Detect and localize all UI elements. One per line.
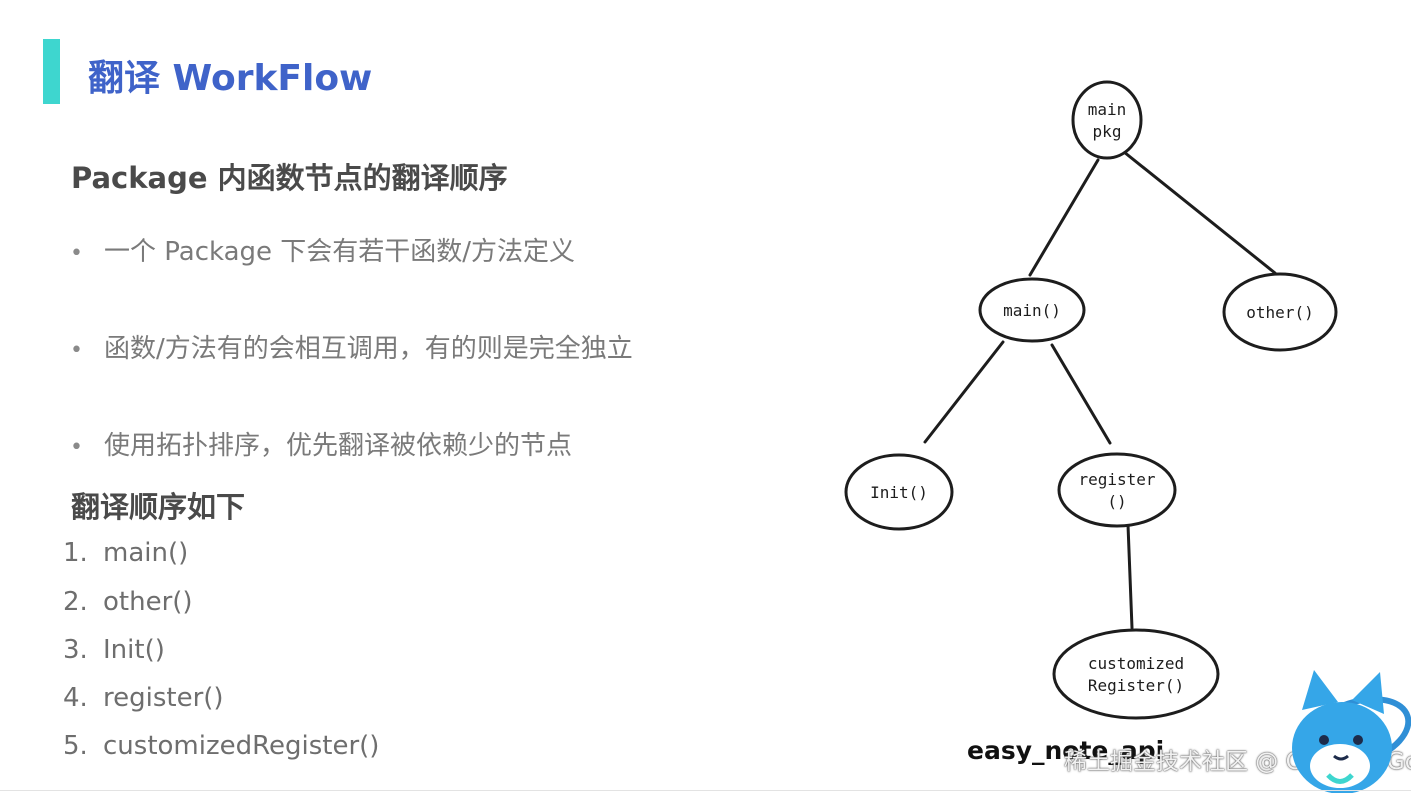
bullet-text: 使用拓扑排序，优先翻译被依赖少的节点 [104, 431, 573, 461]
node-label: customized [1088, 654, 1184, 673]
node-outline [1222, 272, 1338, 352]
bullet-text: 函数/方法有的会相互调用，有的则是完全独立 [104, 334, 633, 364]
bullet-marker: • [70, 338, 83, 363]
bullet-marker: • [70, 241, 83, 266]
section-heading-order: Package 内函数节点的翻译顺序 [71, 161, 508, 195]
bullet-text: 一个 Package 下会有若干函数/方法定义 [104, 237, 576, 267]
node-label: main [1088, 100, 1127, 119]
list-item: 2. other() [63, 587, 193, 617]
call-graph-diagram: main pkg main() other() Init() register () cust… [844, 80, 1338, 720]
node-label: main() [1003, 301, 1061, 320]
node-outline [1057, 452, 1177, 528]
list-item: 5. customizedRegister() [63, 731, 379, 761]
edge-main_fn-to-register_fn [1050, 343, 1112, 445]
node-main-fn: main() [978, 277, 1086, 343]
list-text: main() [103, 538, 189, 568]
node-label: other() [1246, 303, 1313, 322]
node-label: register [1078, 470, 1155, 489]
node-label: () [1107, 492, 1126, 511]
edge-main_fn-to-init_fn [923, 340, 1005, 444]
page-title: 翻译 WorkFlow [88, 58, 373, 99]
node-register-fn: register () [1057, 452, 1177, 528]
list-item: 3. Init() [63, 635, 165, 665]
list-item: 1. main() [63, 538, 188, 568]
list-number: 1. [63, 538, 88, 568]
list-item: 4. register() [63, 683, 224, 713]
node-label: pkg [1093, 122, 1122, 141]
node-other-fn: other() [1222, 272, 1338, 352]
edge-main_pkg-to-other_fn [1122, 150, 1277, 275]
edge-register_fn-to-customized_fn [1126, 523, 1134, 630]
bullet-item: • 一个 Package 下会有若干函数/方法定义 [70, 231, 575, 268]
list-text: register() [103, 683, 224, 713]
bottom-divider [0, 790, 1411, 791]
list-text: customizedRegister() [103, 731, 380, 761]
node-outline [1052, 628, 1220, 720]
list-number: 5. [63, 731, 88, 761]
list-number: 2. [63, 587, 88, 617]
node-customized-fn: customizedRegister() [1052, 628, 1220, 720]
edge-main_pkg-to-main_fn [1028, 158, 1100, 277]
bullet-item: • 函数/方法有的会相互调用，有的则是完全独立 [70, 328, 633, 365]
node-init-fn: Init() [844, 453, 954, 531]
node-outline [844, 453, 954, 531]
node-label: Register() [1088, 676, 1184, 695]
list-text: other() [103, 587, 193, 617]
list-number: 4. [63, 683, 88, 713]
list-text: Init() [103, 635, 165, 665]
diagram-caption: easy_note_api [967, 736, 1165, 765]
bullet-item: • 使用拓扑排序，优先翻译被依赖少的节点 [70, 425, 572, 462]
list-number: 3. [63, 635, 88, 665]
node-outline [1071, 80, 1143, 160]
node-main-pkg: main pkg [1071, 80, 1143, 160]
node-outline [978, 277, 1086, 343]
section-heading-list: 翻译顺序如下 [71, 490, 246, 524]
cloudwego-mascot-icon [1292, 670, 1411, 793]
node-label: Init() [870, 483, 928, 502]
bullet-marker: • [70, 435, 83, 460]
title-accent-bar [43, 39, 60, 104]
